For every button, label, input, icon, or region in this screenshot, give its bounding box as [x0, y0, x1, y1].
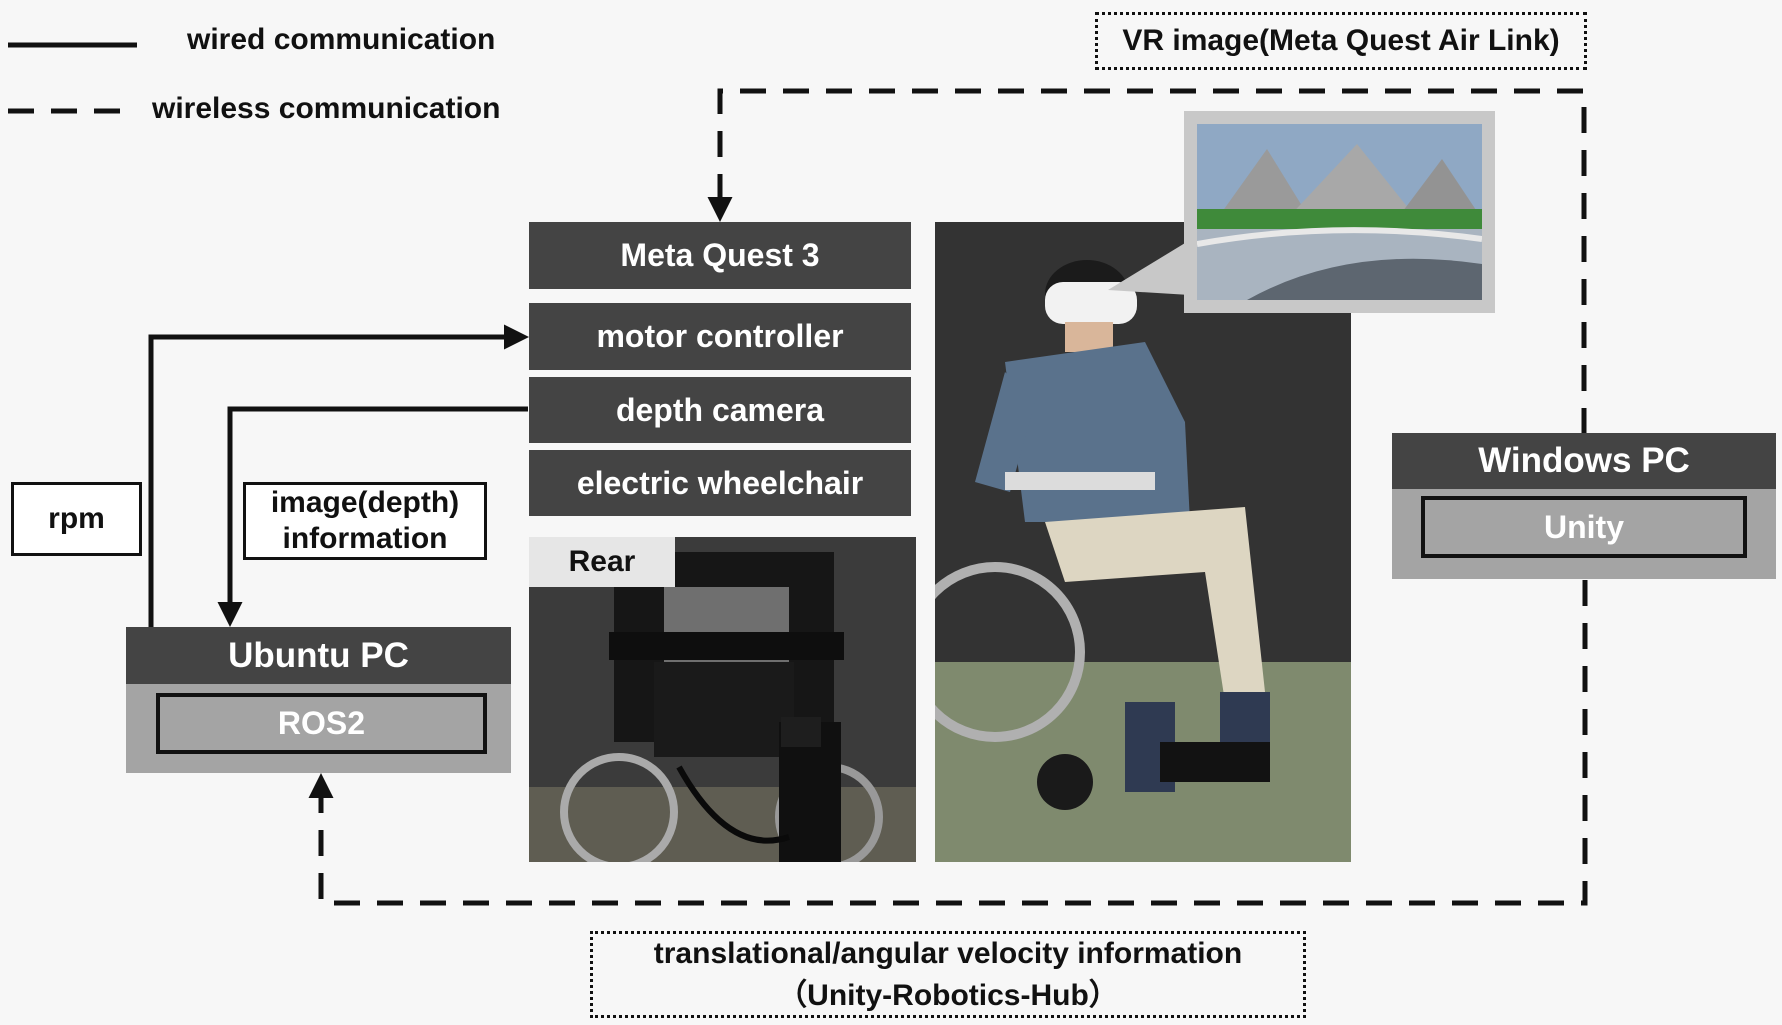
legend-wired-label: wired communication — [187, 23, 496, 56]
wired-depth-line — [217, 406, 528, 627]
wired-rpm-line — [148, 324, 529, 627]
vr-scene-image — [1197, 124, 1482, 300]
image-depth-line2: information — [282, 522, 448, 555]
ros2-box: ROS2 — [156, 693, 487, 754]
user-illustration — [935, 222, 1351, 862]
electric-wheelchair-box: electric wheelchair — [529, 450, 911, 516]
user-in-wheelchair-photo — [935, 222, 1351, 862]
rear-wheelchair-photo: Rear — [529, 537, 916, 862]
meta-quest-box: Meta Quest 3 — [529, 222, 911, 289]
wireless-velocity-line — [308, 580, 1588, 906]
windows-pc-title: Windows PC — [1392, 433, 1776, 489]
velocity-label: translational/angular velocity informati… — [590, 931, 1306, 1018]
vr-image-label: VR image(Meta Quest Air Link) — [1095, 12, 1587, 70]
wireless-vr-line — [707, 88, 1587, 434]
rear-wheelchair-illustration — [529, 537, 916, 862]
windows-pc-body: Unity — [1392, 489, 1776, 579]
vr-preview-frame — [1184, 111, 1495, 313]
velocity-line2: （Unity-Robotics-Hub） — [777, 978, 1119, 1012]
ubuntu-pc-title: Ubuntu PC — [126, 627, 511, 684]
vr-image-text: VR image(Meta Quest Air Link) — [1122, 24, 1560, 57]
ubuntu-pc-body: ROS2 — [126, 684, 511, 773]
vr-callout-pointer — [1108, 240, 1190, 295]
depth-camera-box: depth camera — [529, 377, 911, 443]
rpm-label: rpm — [11, 482, 142, 556]
velocity-line1: translational/angular velocity informati… — [653, 936, 1243, 970]
image-depth-label: image(depth) information — [243, 482, 487, 560]
rear-tag: Rear — [529, 537, 675, 587]
legend-wireless-label: wireless communication — [152, 92, 501, 125]
unity-box: Unity — [1421, 496, 1747, 558]
image-depth-line1: image(depth) — [270, 486, 460, 519]
motor-controller-box: motor controller — [529, 303, 911, 370]
